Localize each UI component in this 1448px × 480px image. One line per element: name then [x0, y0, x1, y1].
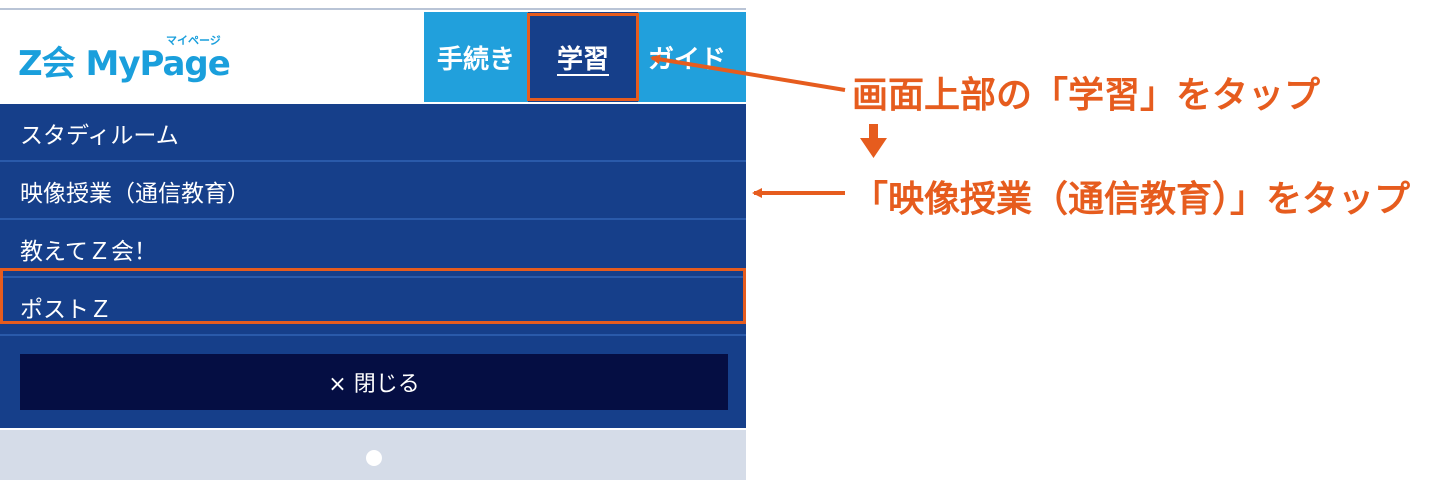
tab-guide[interactable]: ガイド: [638, 12, 746, 102]
menu-item-ask-zkai[interactable]: 教えてＺ会！: [0, 222, 746, 278]
tab-study-highlight-box: [527, 13, 639, 101]
logo-text: Z会 MyPage: [18, 44, 231, 84]
annotation-step1: 画面上部の「学習」をタップ: [852, 75, 1321, 116]
logo-subtext: マイページ: [166, 34, 221, 47]
tab-procedure[interactable]: 手続き: [424, 12, 528, 102]
tab-study[interactable]: 学習: [528, 12, 638, 102]
close-menu-button[interactable]: × 閉じる: [20, 354, 728, 410]
menu-item-post-z[interactable]: ポストＺ: [0, 280, 746, 336]
phone-screen: Z会 MyPage マイページ 手続き 学習 ガイド スタディルーム 映像授業（…: [0, 8, 746, 480]
menu-item-video-lessons[interactable]: 映像授業（通信教育）: [0, 164, 746, 220]
down-arrow-icon: [860, 124, 887, 158]
page-indicator-dot[interactable]: [366, 450, 382, 466]
menu-item-study-room[interactable]: スタディルーム: [0, 106, 746, 162]
footer-bar: [0, 430, 746, 480]
annotation-step2: 「映像授業（通信教育）」をタップ: [852, 179, 1411, 220]
top-border: [0, 8, 746, 10]
video-lessons-highlight-box: [0, 268, 746, 324]
